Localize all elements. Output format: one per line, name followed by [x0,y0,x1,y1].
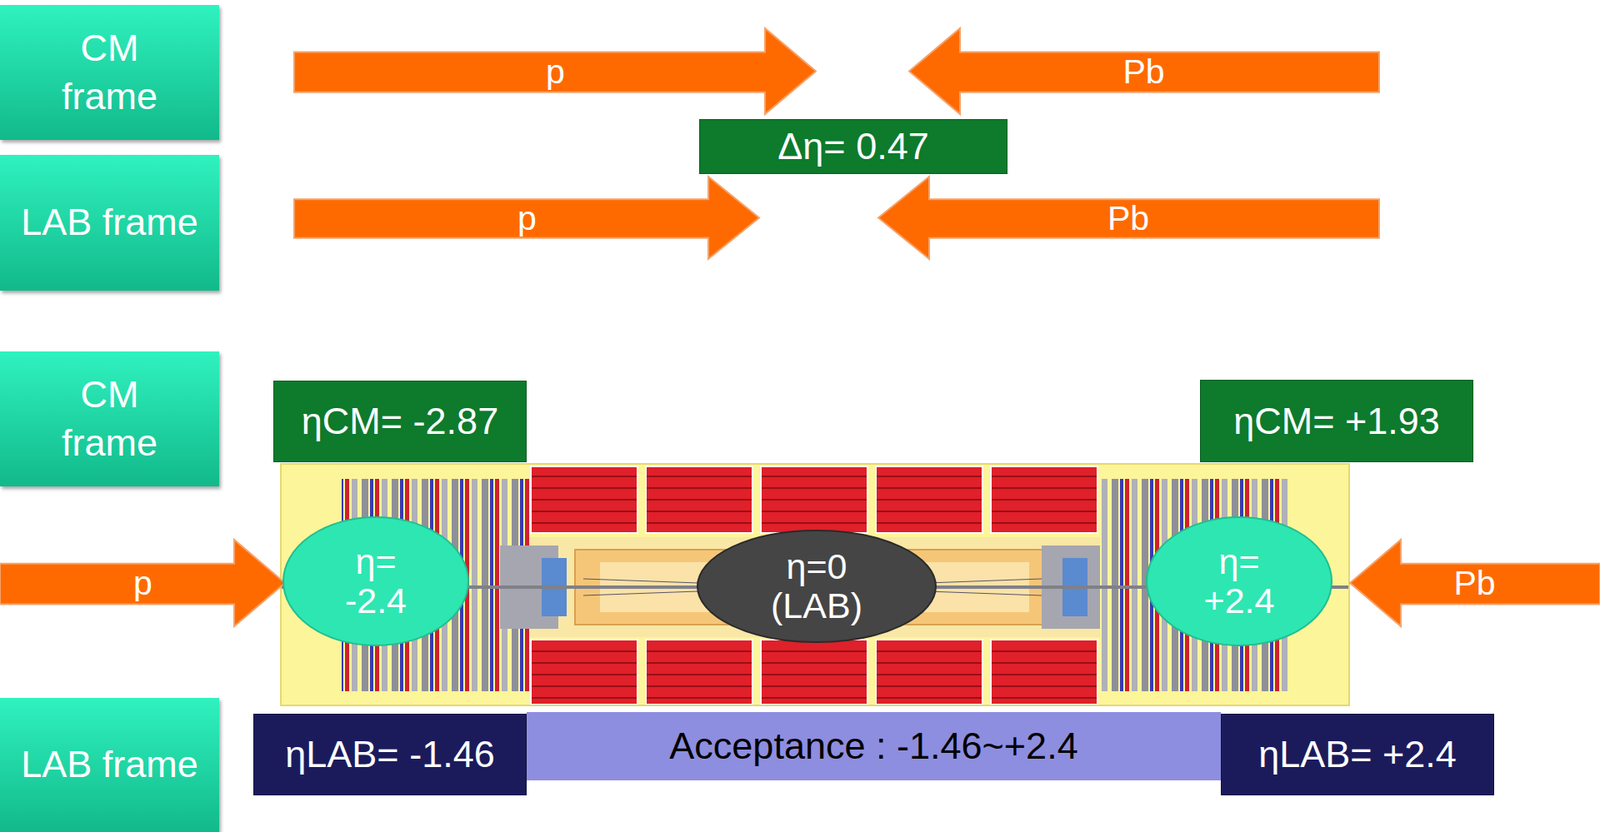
node-text: Pb [1453,564,1495,604]
node-text: ηCM= -2.87 [301,400,499,444]
beam-arrow: Pb [908,27,1380,115]
node-text: LAB frame [18,198,202,248]
beam-arrow: p [294,175,760,260]
node-text: Acceptance : -1.46~+2.4 [669,725,1078,769]
frame-label: LAB frame [0,698,220,832]
value-box: Δη= 0.47 [699,119,1008,175]
frame-label: LAB frame [0,155,220,291]
beam-arrow: Pb [1349,539,1600,628]
node-text: Pb [1107,199,1150,239]
eta-ellipse: η= -2.4 [282,516,470,647]
node-text: LAB frame [18,740,202,790]
acceptance-band: Acceptance : -1.46~+2.4 [526,712,1221,781]
node-text: p [517,199,537,239]
beam-arrow: p [294,27,817,115]
frame-label: CM frame [0,5,220,140]
node-text: η=0 (LAB) [750,547,884,627]
beam-arrow: p [0,539,286,628]
node-text: ηLAB= -1.46 [285,733,495,777]
value-box: ηCM= -2.87 [273,380,527,463]
beam-arrow: Pb [877,175,1380,260]
frame-label: CM frame [0,351,220,487]
center-ellipse: η=0 (LAB) [696,530,937,644]
node-text: p [545,52,565,92]
node-text: CM frame [30,370,190,469]
node-text: Pb [1122,52,1165,92]
value-box: ηLAB= +2.4 [1220,714,1495,796]
value-box: ηLAB= -1.46 [253,714,527,796]
node-text: CM frame [30,24,190,122]
node-text: ηCM= +1.93 [1233,400,1440,444]
node-text: Δη= 0.47 [777,125,929,169]
detector-body [280,464,1350,706]
node-text: η= -2.4 [325,542,426,622]
node-text: η= +2.4 [1189,542,1290,622]
node-text: ηLAB= +2.4 [1258,733,1457,777]
eta-ellipse: η= +2.4 [1145,516,1333,647]
value-box: ηCM= +1.93 [1200,380,1474,463]
node-text: p [133,564,153,604]
